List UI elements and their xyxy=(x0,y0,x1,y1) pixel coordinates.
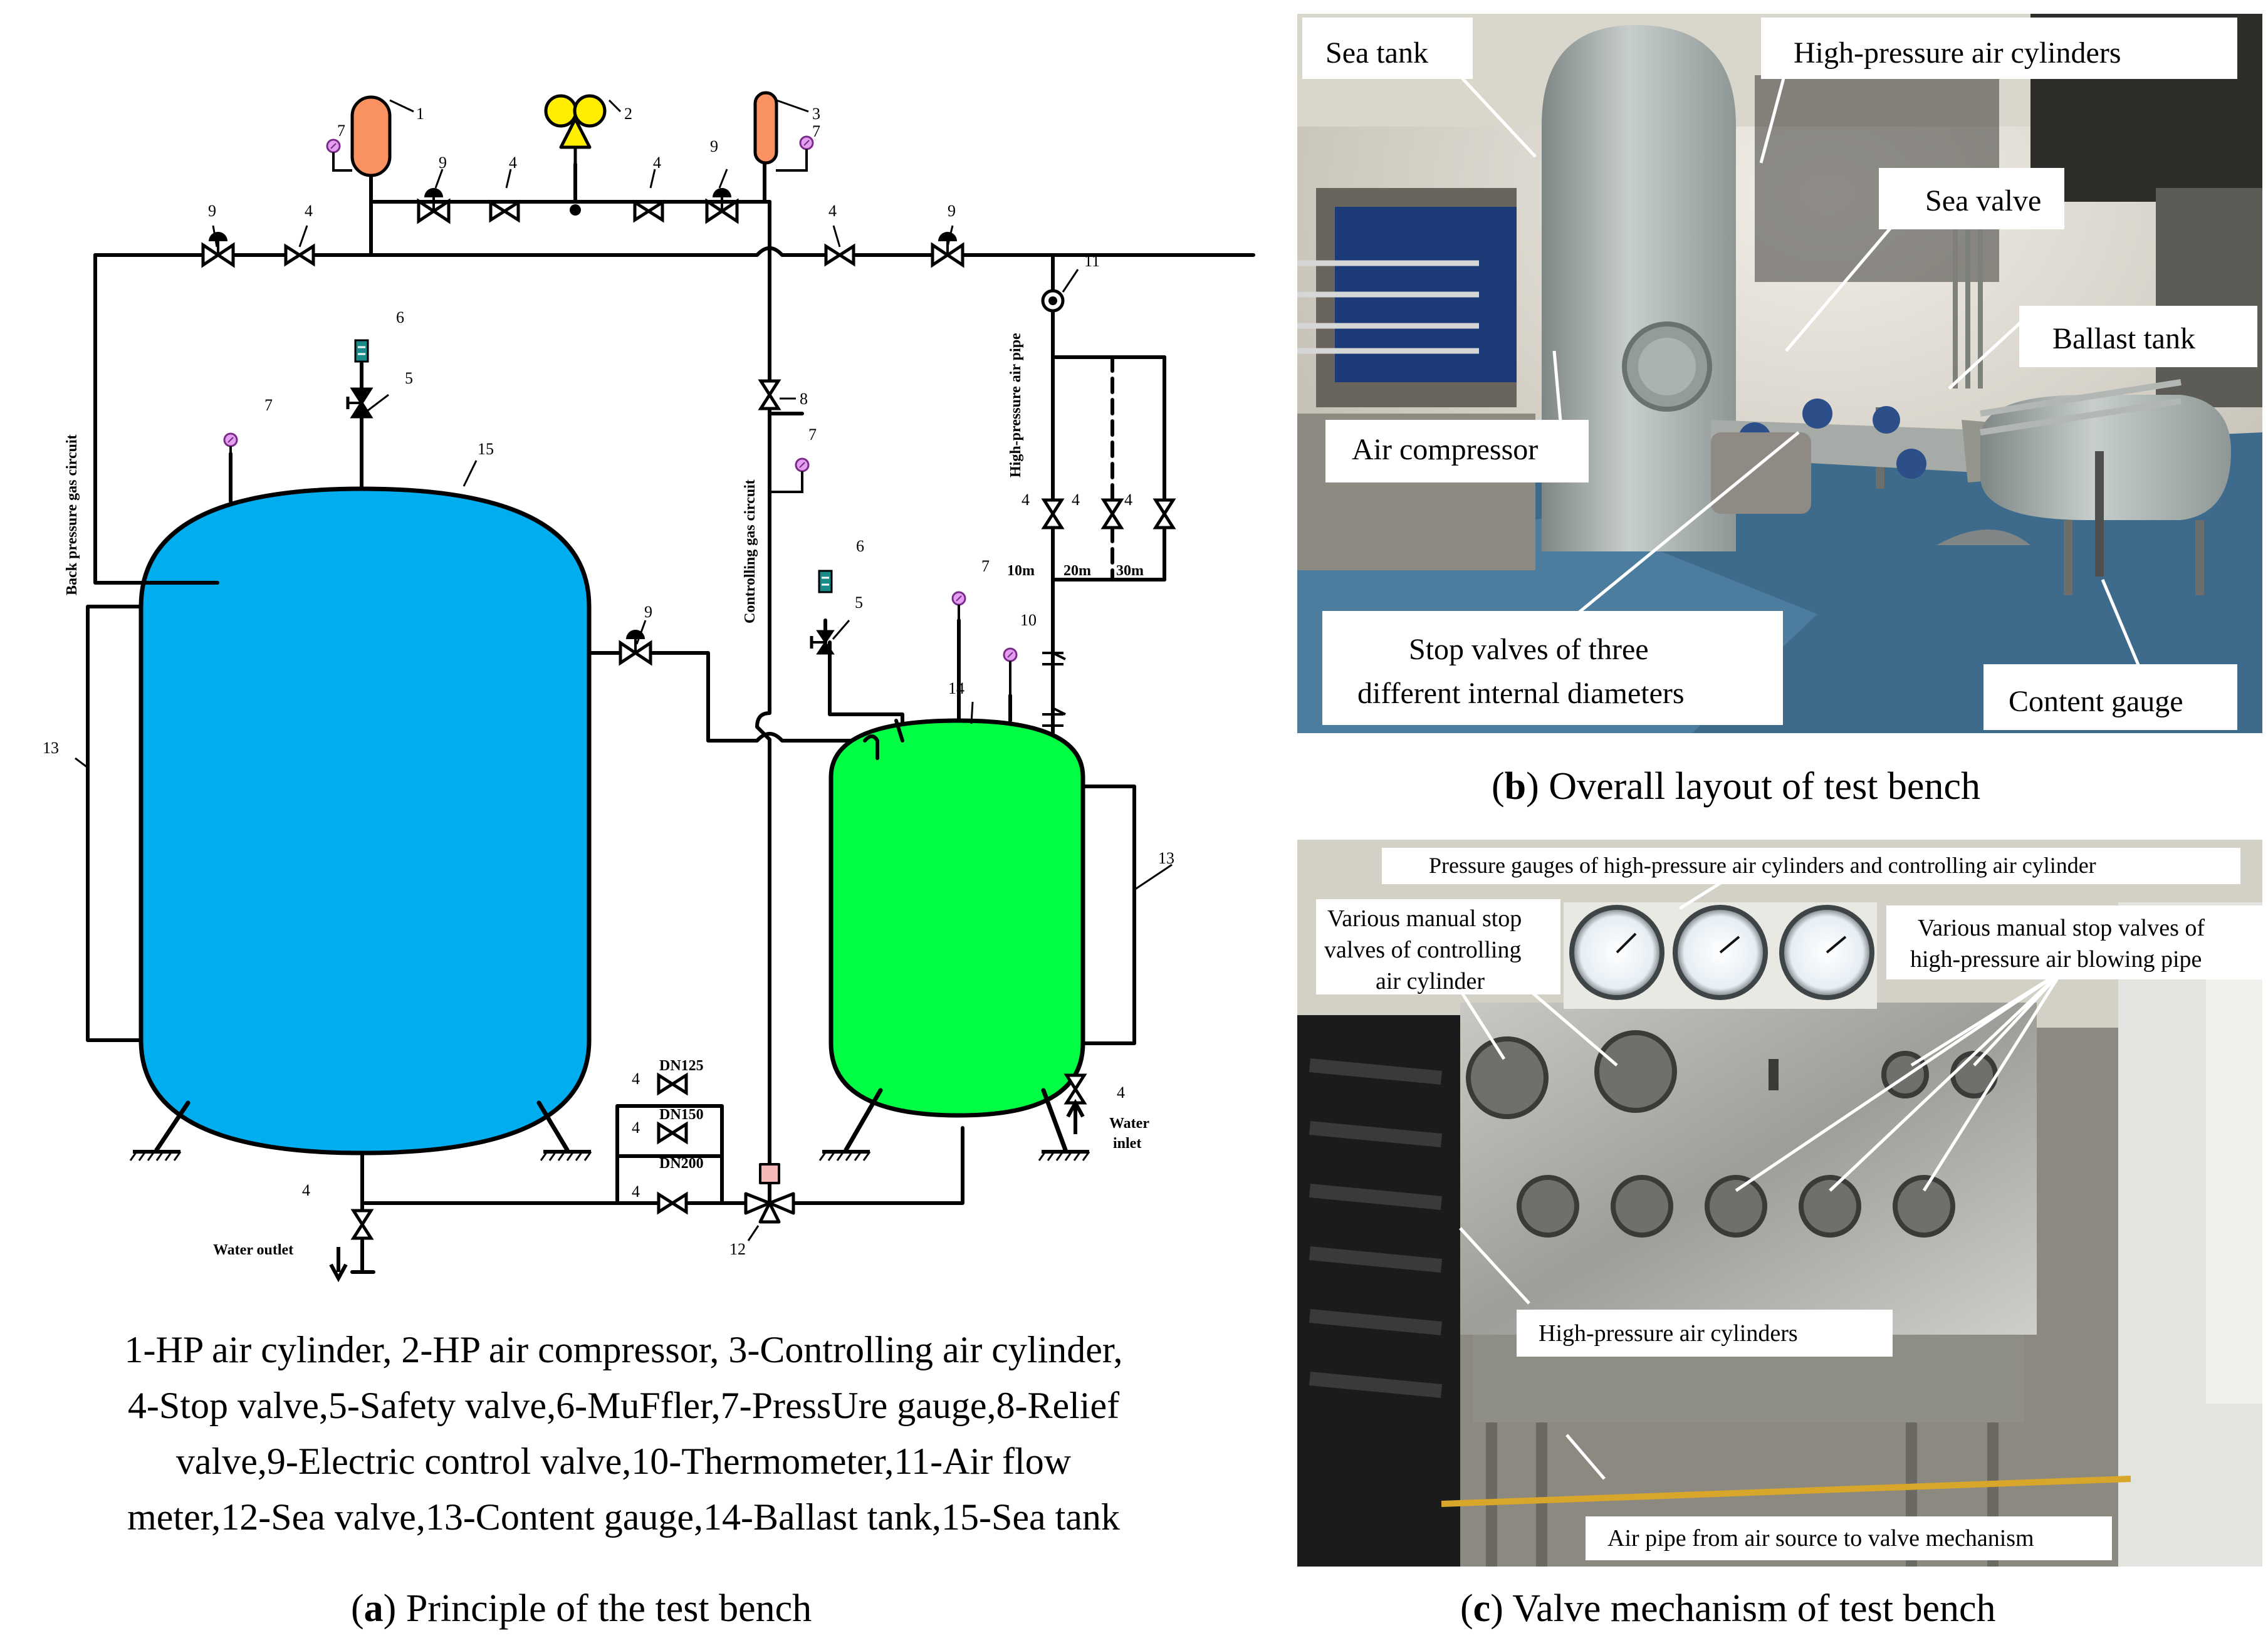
component-legend: 1-HP air cylinder, 2-HP air compressor, … xyxy=(0,1322,1247,1545)
label-4a: 4 xyxy=(509,154,517,172)
label-3: 3 xyxy=(812,105,820,123)
sea-tank xyxy=(141,489,589,1153)
label-4d: 4 xyxy=(828,202,837,220)
label-manual-ctrl-line1: Various manual stop xyxy=(1327,905,1522,932)
pressure-gauge-dials xyxy=(1572,907,1872,998)
label-7e: 7 xyxy=(981,557,990,575)
caption-a-letter: a xyxy=(364,1587,384,1630)
label-4e: 4 xyxy=(1022,491,1030,509)
hp-air-cylinder xyxy=(352,97,390,175)
label-4l: 4 xyxy=(1117,1083,1125,1102)
label-controlling-gas-circuit: Controlling gas circuit xyxy=(742,479,758,623)
label-4k: 4 xyxy=(302,1181,310,1199)
label-8: 8 xyxy=(800,390,808,408)
label-4i: 4 xyxy=(632,1119,640,1137)
label-30m: 30m xyxy=(1116,563,1144,579)
label-7d: 7 xyxy=(808,425,817,444)
label-manual-ctrl-line2: valves of controlling xyxy=(1324,937,1521,963)
label-water-inlet-1: Water xyxy=(1109,1115,1149,1132)
label-6b: 6 xyxy=(856,537,864,555)
label-14: 14 xyxy=(948,679,964,697)
label-12: 12 xyxy=(729,1240,746,1258)
air-flow-meter xyxy=(1043,291,1063,311)
caption-c-text: Valve mechanism of test bench xyxy=(1512,1587,1995,1630)
label-11: 11 xyxy=(1084,252,1100,270)
label-1: 1 xyxy=(416,105,424,123)
label-4j: 4 xyxy=(632,1182,640,1201)
label-hp-air-cylinders: High-pressure air cylinders xyxy=(1794,36,2121,70)
legend-line-3: valve,9-Electric control valve,10-Thermo… xyxy=(0,1434,1247,1489)
label-7a: 7 xyxy=(337,122,345,140)
label-9e: 9 xyxy=(644,603,652,621)
label-air-compressor: Air compressor xyxy=(1352,433,1538,466)
label-4g: 4 xyxy=(1124,491,1132,509)
label-photo-c-hp-cylinders: High-pressure air cylinders xyxy=(1539,1320,1798,1347)
label-13b: 13 xyxy=(1158,849,1174,867)
label-7b: 7 xyxy=(812,122,820,140)
label-4h: 4 xyxy=(632,1070,640,1088)
label-ballast-tank: Ballast tank xyxy=(2052,322,2195,355)
label-2: 2 xyxy=(624,105,632,123)
label-manual-hp-line2: high-pressure air blowing pipe xyxy=(1910,946,2202,973)
ballast-tank xyxy=(831,721,1083,1115)
label-5b: 5 xyxy=(855,593,863,612)
legend-line-4: meter,12-Sea valve,13-Content gauge,14-B… xyxy=(0,1489,1247,1545)
label-4c: 4 xyxy=(305,202,313,220)
label-9b: 9 xyxy=(710,137,718,155)
label-dn150: DN150 xyxy=(659,1107,704,1123)
label-9a: 9 xyxy=(439,154,447,172)
caption-b: (b) Overall layout of test bench xyxy=(1492,764,1980,809)
label-20m: 20m xyxy=(1063,563,1091,579)
label-10m: 10m xyxy=(1007,563,1035,579)
label-water-inlet-2: inlet xyxy=(1113,1135,1141,1152)
label-manual-hp-line1: Various manual stop valves of xyxy=(1918,915,2205,941)
caption-b-letter: b xyxy=(1505,765,1526,808)
label-high-pressure-air-pipe: High-pressure air pipe xyxy=(1008,333,1024,477)
label-air-pipe: Air pipe from air source to valve mechan… xyxy=(1607,1525,2034,1552)
label-dn200: DN200 xyxy=(659,1155,704,1172)
label-9d: 9 xyxy=(948,202,956,220)
label-10: 10 xyxy=(1020,611,1037,629)
label-15: 15 xyxy=(478,440,494,458)
label-manual-ctrl-line3: air cylinder xyxy=(1376,968,1485,994)
content-gauge-sea xyxy=(88,607,141,1040)
label-sea-valve: Sea valve xyxy=(1925,184,2041,217)
caption-b-text: Overall layout of test bench xyxy=(1549,765,1980,808)
caption-a: (a) Principle of the test bench xyxy=(351,1587,812,1631)
legend-line-2: 4-Stop valve,5-Safety valve,6-MuFfler,7-… xyxy=(0,1378,1247,1434)
label-content-gauge: Content gauge xyxy=(2009,685,2183,718)
label-4f: 4 xyxy=(1072,491,1080,509)
label-6a: 6 xyxy=(396,308,404,326)
controlling-air-cylinder xyxy=(755,93,776,163)
label-water-outlet: Water outlet xyxy=(213,1242,293,1258)
caption-a-text: Principle of the test bench xyxy=(406,1587,812,1630)
label-back-pressure-gas-circuit: Back pressure gas circuit xyxy=(64,434,80,595)
label-sea-tank: Sea tank xyxy=(1325,36,1428,70)
label-9c: 9 xyxy=(208,202,216,220)
caption-c-letter: c xyxy=(1473,1587,1491,1630)
label-stop-valves-line2: different internal diameters xyxy=(1357,677,1685,710)
label-7c: 7 xyxy=(264,396,273,414)
label-dn125: DN125 xyxy=(659,1058,704,1074)
legend-line-1: 1-HP air cylinder, 2-HP air compressor, … xyxy=(0,1322,1247,1378)
label-stop-valves-line1: Stop valves of three xyxy=(1409,633,1649,666)
caption-c: (c) Valve mechanism of test bench xyxy=(1460,1587,1996,1631)
label-13a: 13 xyxy=(43,739,59,757)
label-pressure-gauges: Pressure gauges of high-pressure air cyl… xyxy=(1429,853,2096,878)
label-5a: 5 xyxy=(405,369,413,387)
label-4b: 4 xyxy=(653,154,661,172)
